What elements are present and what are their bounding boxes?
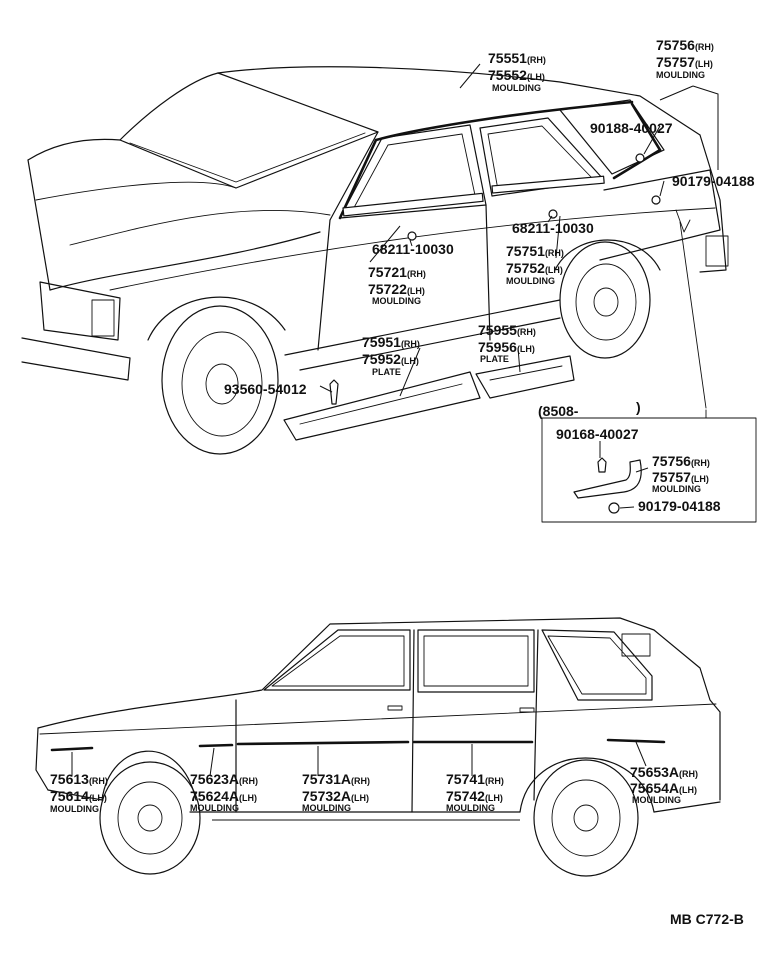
top-mouldings [283, 100, 662, 441]
label-clip-quarter: 90179-04188 [672, 173, 755, 189]
bottom-mouldings [50, 738, 666, 752]
top-leader-lines [319, 63, 719, 409]
inset-box [541, 409, 757, 523]
rear-belt-moulding-part [491, 175, 605, 194]
svg-text:75756(RH): 75756(RH) [652, 453, 710, 469]
svg-text:75613(RH): 75613(RH) [50, 771, 108, 787]
screw-plate-part [329, 379, 339, 405]
front-scuff-plate-part [283, 371, 481, 441]
svg-text:75742(LH): 75742(LH) [446, 788, 503, 804]
clip-rear-door-part [548, 209, 558, 219]
svg-text:75731A(RH): 75731A(RH) [302, 771, 370, 787]
svg-text:75653A(RH): 75653A(RH) [630, 764, 698, 780]
svg-text:75551(RH): 75551(RH) [488, 50, 546, 66]
svg-text:75752(LH): 75752(LH) [506, 260, 563, 276]
front-belt-moulding-part [342, 192, 484, 217]
label-clip-rear-door: 68211-10030 [512, 220, 594, 236]
svg-text:75623A(RH): 75623A(RH) [190, 771, 258, 787]
svg-text:MOULDING: MOULDING [302, 803, 351, 813]
front-door-lower-moulding-part [198, 743, 234, 748]
label-inset: (8508- ) 90168-40027 75756(RH) 75757(LH)… [538, 399, 721, 514]
label-quarter-moulding: 75653A(RH) 75654A(LH) MOULDING [630, 764, 698, 805]
label-screw-upper: 90188-40027 [590, 120, 673, 136]
clip-front-door-part [407, 231, 417, 241]
svg-text:MOULDING: MOULDING [190, 803, 239, 813]
svg-text:(8508-: (8508- [538, 403, 579, 419]
svg-text:75756(RH): 75756(RH) [656, 37, 714, 53]
svg-text:MOULDING: MOULDING [492, 83, 541, 93]
svg-text:): ) [636, 399, 641, 415]
label-front-door-side-moulding: 75731A(RH) 75732A(LH) MOULDING [302, 771, 370, 813]
svg-text:MOULDING: MOULDING [632, 795, 681, 805]
svg-text:PLATE: PLATE [372, 367, 401, 377]
svg-text:75757(LH): 75757(LH) [652, 469, 709, 485]
svg-text:90179-04188: 90179-04188 [638, 498, 721, 514]
svg-text:PLATE: PLATE [480, 354, 509, 364]
svg-text:MOULDING: MOULDING [50, 804, 99, 814]
svg-text:75552(LH): 75552(LH) [488, 67, 545, 83]
bottom-leader-lines [71, 741, 647, 821]
label-rear-door-belt-moulding: 75751(RH) 75752(LH) MOULDING [506, 243, 564, 286]
svg-text:MOULDING: MOULDING [372, 296, 421, 306]
clip-quarter-part [651, 195, 661, 205]
top-car-illustration [21, 66, 729, 455]
svg-text:75757(LH): 75757(LH) [656, 54, 713, 70]
svg-text:75722(LH): 75722(LH) [368, 281, 425, 297]
svg-text:75956(LH): 75956(LH) [478, 339, 535, 355]
label-clip-front-door: 68211-10030 [372, 241, 454, 257]
quarter-moulding-part [606, 738, 666, 744]
svg-text:MOULDING: MOULDING [506, 276, 555, 286]
svg-text:75751(RH): 75751(RH) [506, 243, 564, 259]
label-quarter-window-moulding: 75756(RH) 75757(LH) MOULDING [656, 37, 714, 80]
svg-text:90168-40027: 90168-40027 [556, 426, 639, 442]
rear-scuff-plate-part [475, 355, 575, 399]
bottom-car-illustration [35, 617, 721, 877]
quarter-window-moulding-part [612, 102, 662, 180]
label-roof-moulding: 75551(RH) 75552(LH) MOULDING [488, 50, 546, 93]
svg-text:MOULDING: MOULDING [656, 70, 705, 80]
svg-text:MOULDING: MOULDING [652, 484, 701, 494]
inset-screw-part [597, 457, 607, 473]
label-screw-plate: 93560-54012 [224, 381, 307, 397]
svg-text:75654A(LH): 75654A(LH) [630, 780, 697, 796]
inset-clip-part [608, 502, 620, 514]
label-fender-moulding: 75613(RH) 75614(LH) MOULDING [50, 771, 108, 814]
label-rear-plate: 75955(RH) 75956(LH) PLATE [478, 322, 536, 364]
svg-text:75721(RH): 75721(RH) [368, 264, 426, 280]
label-front-plate: 75951(RH) 75952(LH) PLATE [362, 334, 420, 377]
roof-moulding-part [338, 100, 634, 220]
svg-text:75624A(LH): 75624A(LH) [190, 788, 257, 804]
fender-moulding-part [50, 746, 94, 752]
svg-text:75732A(LH): 75732A(LH) [302, 788, 369, 804]
label-rear-door-side-moulding: 75741(RH) 75742(LH) MOULDING [446, 771, 504, 813]
label-front-door-belt-moulding: 75721(RH) 75722(LH) MOULDING [368, 264, 426, 306]
svg-text:75955(RH): 75955(RH) [478, 322, 536, 338]
screw-upper-part [635, 153, 645, 163]
svg-text:75951(RH): 75951(RH) [362, 334, 420, 350]
drawing-code: MB C772-B [670, 911, 744, 927]
inset-moulding-part [573, 459, 642, 499]
svg-text:MOULDING: MOULDING [446, 803, 495, 813]
svg-text:75741(RH): 75741(RH) [446, 771, 504, 787]
svg-text:75952(LH): 75952(LH) [362, 351, 419, 367]
svg-text:75614(LH): 75614(LH) [50, 788, 107, 804]
front-door-side-moulding-part [236, 740, 410, 746]
label-front-door-lower-moulding: 75623A(RH) 75624A(LH) MOULDING [190, 771, 258, 813]
